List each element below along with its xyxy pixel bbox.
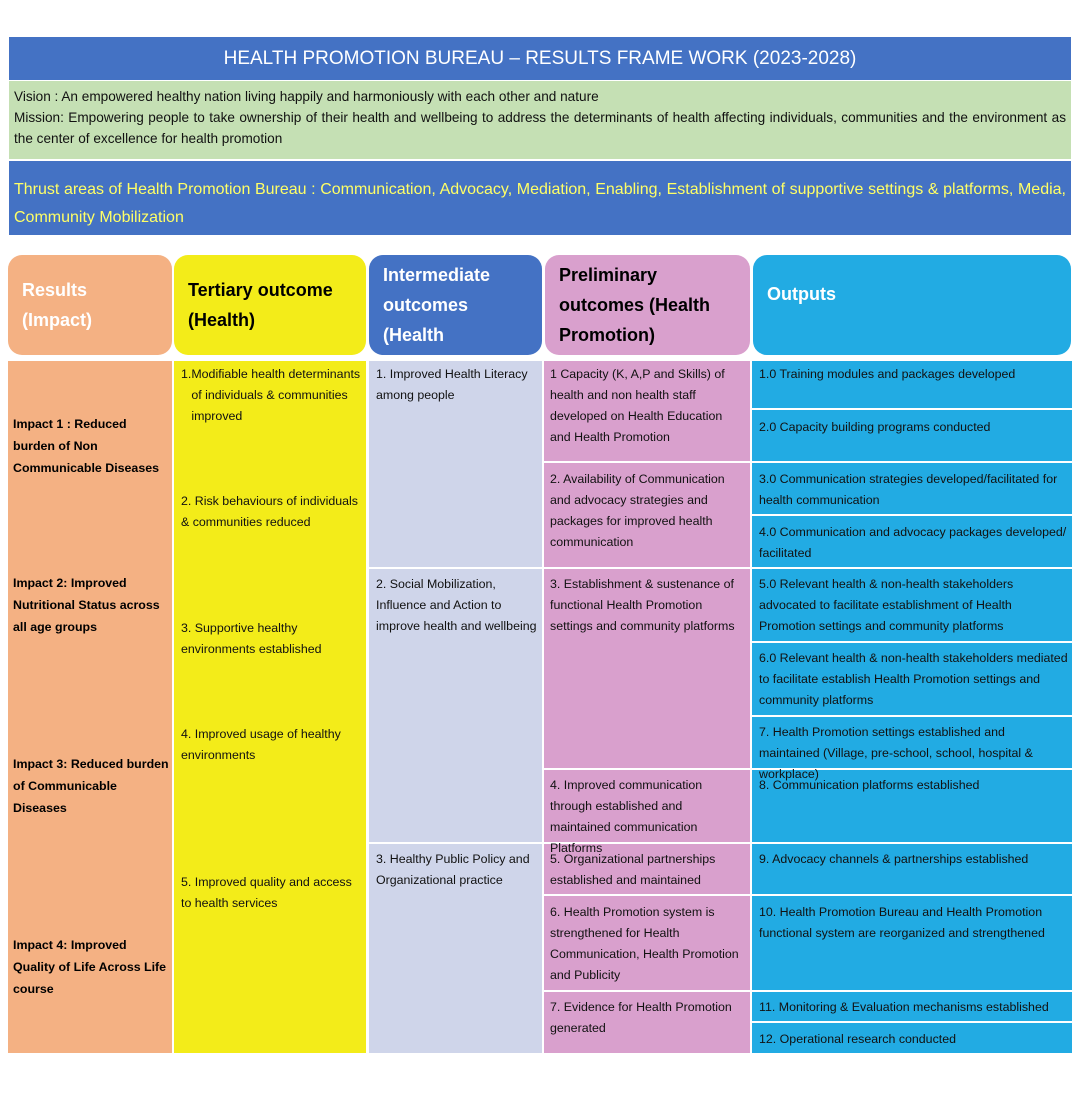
divider [752,567,1072,569]
divider [544,894,750,896]
output-item: 7. Health Promotion settings established… [759,725,1033,781]
vision-text: Vision : An empowered healthy nation liv… [14,89,599,104]
preliminary-column [544,361,750,1053]
output-item: 9. Advocacy channels & partnerships esta… [759,852,1029,866]
divider [752,715,1072,717]
preliminary-outcome: 3. Establishment & sustenance of functio… [550,577,735,633]
output-item: 6.0 Relevant health & non-health stakeho… [759,651,1068,707]
intermediate-outcome: 2. Social Mobilization, Influence and Ac… [376,577,537,633]
divider [752,408,1072,410]
output-item: 10. Health Promotion Bureau and Health P… [759,905,1045,940]
divider [369,842,542,844]
tertiary-outcome: 4. Improved usage of healthy environment… [181,727,341,762]
divider [544,990,750,992]
tertiary-outcome: 2. Risk behaviours of individuals & comm… [181,494,359,529]
divider [752,768,1072,770]
preliminary-outcome: 6. Health Promotion system is strengthen… [550,905,739,982]
impact-item: Impact 3: Reduced burden of Communicable… [13,757,169,815]
divider [752,842,1072,844]
header-tertiary: Tertiary outcome (Health) [174,255,366,355]
mission-text: Mission: Empowering people to take owner… [14,110,1066,146]
divider [544,567,750,569]
output-item: 12. Operational research conducted [759,1032,956,1046]
preliminary-outcome: 7. Evidence for Health Promotion generat… [550,1000,732,1035]
intermediate-outcome: 3. Healthy Public Policy and Organizatio… [376,852,530,887]
framework-title: HEALTH PROMOTION BUREAU – RESULTS FRAME … [9,37,1071,80]
intermediate-outcome: 1. Improved Health Literacy among people [376,367,528,402]
divider [752,461,1072,463]
output-item: 3.0 Communication strategies developed/f… [759,472,1058,507]
tertiary-outcome: 5. Improved quality and access to health… [181,875,352,910]
vision-mission-box: Vision : An empowered healthy nation liv… [9,81,1071,159]
preliminary-outcome: 5. Organizational partnerships establish… [550,852,716,887]
divider [752,641,1072,643]
header-results: Results (Impact) [8,255,172,355]
preliminary-outcome: 4. Improved communication through establ… [550,778,703,855]
thrust-areas: Thrust areas of Health Promotion Bureau … [9,161,1071,235]
output-item: 8. Communication platforms established [759,778,980,792]
divider [752,514,1072,516]
output-item: 11. Monitoring & Evaluation mechanisms e… [759,1000,1049,1014]
divider [752,990,1072,992]
preliminary-outcome: 1 Capacity (K, A,P and Skills) of health… [550,367,725,444]
divider [752,894,1072,896]
header-preliminary: Preliminary outcomes (Health Promotion) [545,255,750,355]
output-item: 2.0 Capacity building programs conducted [759,420,991,434]
impact-item: Impact 4: Improved Quality of Life Acros… [13,938,167,996]
intermediate-column [369,361,542,1053]
divider [752,1021,1072,1023]
tertiary-outcome-text: Modifiable health determinants of indivi… [191,367,361,423]
output-item: 1.0 Training modules and packages develo… [759,367,1016,381]
output-item: 5.0 Relevant health & non-health stakeho… [759,577,1014,633]
preliminary-outcome: 2. Availability of Communication and adv… [550,472,725,549]
divider [544,461,750,463]
list-number: 1. [181,367,192,381]
header-intermediate: Intermediate outcomes (Health Promotion) [369,255,542,375]
divider [369,567,542,569]
tertiary-outcome: 1. Modifiable health determinants of ind… [181,364,363,427]
divider [544,768,750,770]
outputs-column [752,361,1072,1053]
tertiary-column [174,361,366,1053]
header-outputs: Outputs [753,255,1071,355]
results-column [8,361,172,1053]
divider [544,842,750,844]
output-item: 4.0 Communication and advocacy packages … [759,525,1067,560]
tertiary-outcome: 3. Supportive healthy environments estab… [181,621,322,656]
impact-item: Impact 1 : Reduced burden of Non Communi… [13,417,159,475]
impact-item: Impact 2: Improved Nutritional Status ac… [13,576,160,634]
